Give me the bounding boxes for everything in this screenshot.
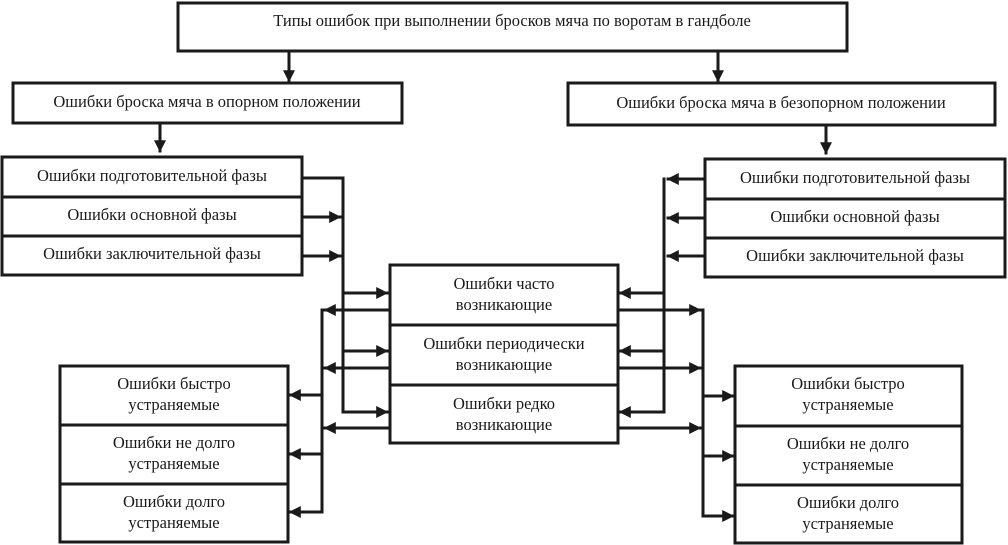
left-elimination-stack: Ошибки быстро устраняемые Ошибки не долг… <box>58 364 290 544</box>
left-phases: Ошибки подготовительной фазы Ошибки осно… <box>0 155 304 277</box>
right-phases: Ошибки подготовительной фазы Ошибки осно… <box>703 157 1007 279</box>
right-elim-medium-line2: устраняемые <box>802 455 893 474</box>
left-branch-node: Ошибки броска мяча в опорном положении <box>11 81 404 125</box>
left-elim-fast-line2: устраняемые <box>128 395 219 414</box>
root-node: Типы ошибок при выполнении бросков мяча … <box>176 1 849 53</box>
right-elim-medium-line1: Ошибки не долго <box>787 434 909 453</box>
left-elim-long-line1: Ошибки долго <box>123 492 225 511</box>
connectors <box>154 50 832 522</box>
left-elim-long-line2: устраняемые <box>128 513 219 532</box>
right-elim-long-line1: Ошибки долго <box>797 493 899 512</box>
left-phase-preparatory: Ошибки подготовительной фазы <box>37 166 267 185</box>
left-elim-medium-line2: устраняемые <box>128 454 219 473</box>
freq-often-line1: Ошибки часто <box>453 274 554 293</box>
left-branch-label: Ошибки броска мяча в опорном положении <box>53 92 360 111</box>
right-elimination-stack: Ошибки быстро устраняемые Ошибки не долг… <box>733 364 964 545</box>
freq-rare-line1: Ошибки редко <box>453 394 555 413</box>
right-elim-long-line2: устраняемые <box>802 514 893 533</box>
right-elim-fast-line2: устраняемые <box>802 395 893 414</box>
freq-often-line2: возникающие <box>456 295 552 314</box>
right-branch-label: Ошибки броска мяча в безопорном положени… <box>616 93 945 112</box>
right-branch-node: Ошибки броска мяча в безопорном положени… <box>566 81 997 127</box>
left-phase-main: Ошибки основной фазы <box>67 205 236 224</box>
right-phase-final: Ошибки заключительной фазы <box>746 246 964 265</box>
freq-rare-line2: возникающие <box>456 415 552 434</box>
frequency-stack: Ошибки часто возникающие Ошибки периодич… <box>388 263 620 445</box>
freq-periodic-line2: возникающие <box>456 355 552 374</box>
left-phase-final: Ошибки заключительной фазы <box>43 244 261 263</box>
root-node-label: Типы ошибок при выполнении бросков мяча … <box>273 11 751 30</box>
freq-periodic-line1: Ошибки периодически <box>423 334 584 353</box>
right-elim-fast-line1: Ошибки быстро <box>791 374 905 393</box>
left-elim-fast-line1: Ошибки быстро <box>117 374 231 393</box>
right-phase-preparatory: Ошибки подготовительной фазы <box>740 168 970 187</box>
left-elim-medium-line1: Ошибки не долго <box>113 433 235 452</box>
right-phase-main: Ошибки основной фазы <box>770 207 939 226</box>
